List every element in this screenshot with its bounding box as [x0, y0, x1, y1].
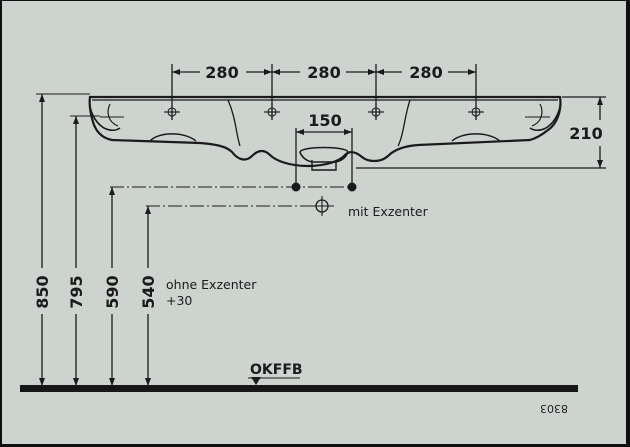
dim-top-3: 280: [409, 63, 442, 82]
dimension-drain-width: 150: [295, 111, 353, 186]
basin-outline: [88, 95, 562, 171]
dim-height-850: 850: [33, 275, 52, 308]
note-with-eccentric: mit Exzenter: [348, 204, 429, 219]
drain-connection-points: mit Exzenter: [110, 182, 429, 219]
drain-point-left: [291, 182, 301, 192]
dim-top-1: 280: [205, 63, 238, 82]
dim-top-2: 280: [307, 63, 340, 82]
floor-label: OKFFB: [250, 362, 303, 378]
tap-hole-markers: [164, 104, 484, 120]
floor-marker-icon: [251, 377, 261, 385]
eccentric-crosshair-icon: [312, 196, 332, 216]
dimension-top-chain: 280 280 280: [171, 63, 477, 120]
tap-hole-crosshair-icon: [368, 104, 384, 120]
dim-right-height: 210: [569, 124, 602, 143]
tap-hole-crosshair-icon: [468, 104, 484, 120]
floor-line: [20, 385, 578, 392]
dim-height-590: 590: [103, 275, 122, 308]
floor-level: OKFFB 8303: [20, 362, 578, 415]
drain-point-right: [347, 182, 357, 192]
dimension-right-height: 210: [356, 96, 606, 169]
tap-hole-crosshair-icon: [264, 104, 280, 120]
dim-drain-width: 150: [308, 111, 341, 130]
drawing-code: 8303: [540, 402, 568, 415]
note-without-eccentric: ohne Exzenter: [166, 277, 257, 292]
height-dimensions-left: 850 795 590 540 ohne Exzenter +30: [33, 93, 257, 386]
tap-hole-crosshair-icon: [164, 104, 180, 120]
dim-height-540: 540: [139, 275, 158, 308]
note-offset: +30: [166, 293, 192, 308]
dim-height-795: 795: [67, 275, 86, 308]
